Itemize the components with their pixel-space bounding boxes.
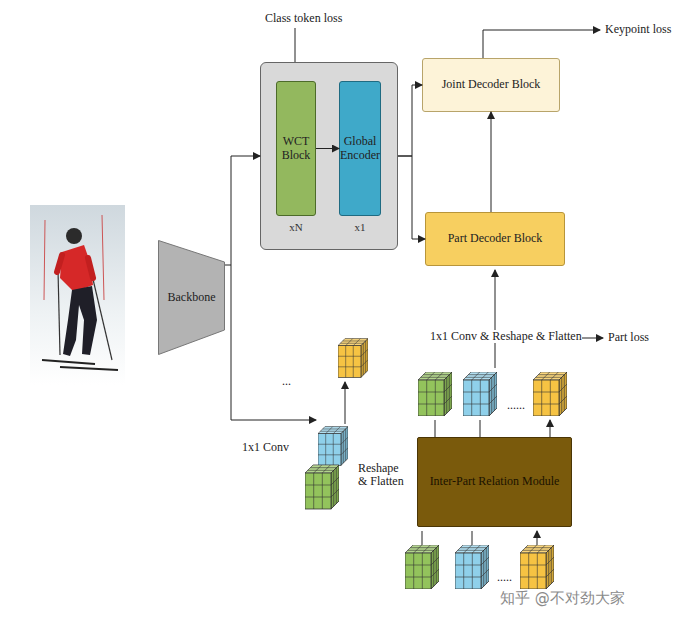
feature-cube <box>463 372 497 416</box>
process-box: Joint Decoder Block <box>422 58 560 112</box>
repeat-count: xN <box>277 221 315 234</box>
feature-cube <box>520 545 554 589</box>
part-feature-arrow <box>495 270 496 368</box>
conv-branch-wire <box>231 265 316 420</box>
skier-legs <box>63 286 97 356</box>
node-label: WCT Block <box>277 135 315 163</box>
watermark: 知乎 @不对劲大家 <box>500 590 625 607</box>
reshape-arrow <box>345 382 346 424</box>
flow-arrow <box>398 156 425 239</box>
process-box: WCT BlockxN <box>276 81 316 216</box>
node-label: Backbone <box>166 291 218 305</box>
annotation-label: Reshape & Flatten <box>358 462 410 488</box>
module-input-arrow <box>422 531 537 545</box>
skier-arm <box>57 255 62 272</box>
encoder-group: WCT BlockxNGlobal Encoderx1 <box>260 62 398 250</box>
keypoint-loss-wire <box>483 30 600 58</box>
feature-cube <box>338 339 368 378</box>
process-box: Global Encoderx1 <box>339 81 381 216</box>
feature-cube <box>418 372 452 416</box>
module-output-arrow <box>435 420 550 437</box>
flow-arrow <box>491 112 492 212</box>
annotation-label: ...... <box>507 399 525 412</box>
feature-cube <box>533 372 567 416</box>
node-label: Global Encoder <box>338 135 382 163</box>
annotation-label: ..... <box>497 571 512 584</box>
annotation-label: Class token loss <box>265 12 342 25</box>
ski <box>60 367 118 370</box>
annotation-label: ... <box>282 375 291 388</box>
skier-arm <box>88 258 93 278</box>
annotation-label: Part loss <box>608 331 649 344</box>
backbone-trapezoid: Backbone <box>158 240 225 355</box>
gate-pole <box>102 215 104 300</box>
annotation-label: 1x1 Conv & Reshape & Flatten <box>430 330 582 343</box>
node-label: Part Decoder Block <box>446 232 545 246</box>
feature-cube <box>318 427 348 466</box>
flow-arrow <box>316 148 339 149</box>
feature-cube <box>455 545 489 589</box>
annotation-label: 1x1 Conv <box>242 441 289 454</box>
ski <box>42 360 95 364</box>
feature-cube <box>405 545 439 589</box>
annotation-label: Keypoint loss <box>605 23 671 36</box>
photo-background <box>30 205 125 385</box>
gate-pole <box>44 220 45 300</box>
node-label: Joint Decoder Block <box>440 78 543 92</box>
feature-cube <box>305 465 339 509</box>
process-box: Part Decoder Block <box>425 212 565 266</box>
module-box: Inter-Part Relation Module <box>417 437 572 527</box>
repeat-count: x1 <box>340 221 380 234</box>
trapezoid-shape <box>159 241 225 355</box>
flow-arrow <box>398 85 422 156</box>
ski-pole <box>58 270 60 355</box>
skier-head <box>66 228 82 244</box>
node-label: Inter-Part Relation Module <box>428 475 562 489</box>
skier-jacket <box>60 245 93 292</box>
flow-arrow <box>225 156 260 265</box>
